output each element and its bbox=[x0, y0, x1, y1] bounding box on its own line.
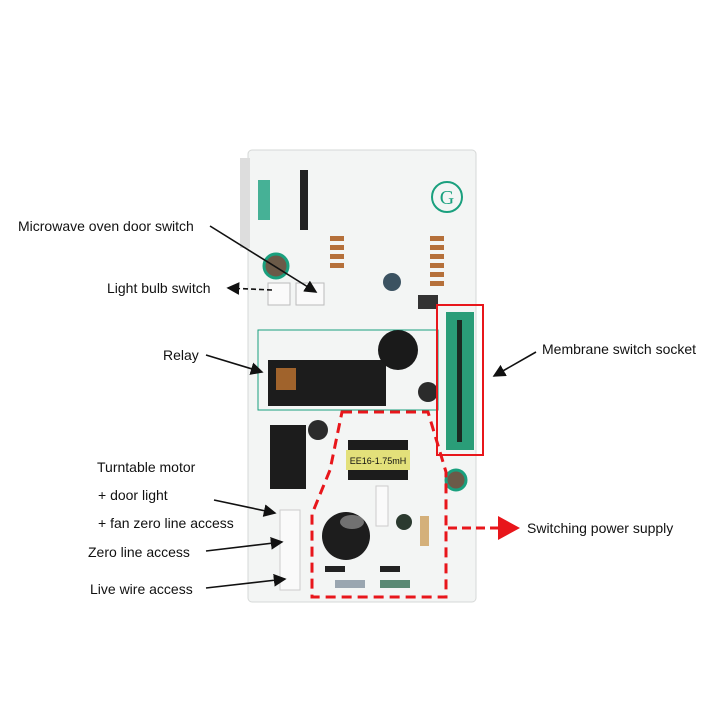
choke bbox=[378, 330, 418, 370]
door-switch-connector bbox=[295, 282, 325, 306]
light-bulb-arrow bbox=[226, 282, 273, 295]
mounting-hole bbox=[444, 468, 468, 492]
turntable-label-1: Turntable motor bbox=[97, 459, 196, 475]
svg-text:G: G bbox=[440, 187, 454, 209]
live-wire-label: Live wire access bbox=[90, 581, 193, 597]
switching-power-label: Switching power supply bbox=[527, 520, 674, 536]
mounting-hole bbox=[262, 252, 290, 280]
live-wire-arrow bbox=[205, 573, 287, 589]
door-switch-label: Microwave oven door switch bbox=[18, 218, 194, 234]
zero-line-arrow bbox=[205, 536, 284, 552]
logo-circle bbox=[431, 181, 463, 213]
relay-arrow bbox=[205, 354, 264, 375]
zero-line-label: Zero line access bbox=[88, 544, 190, 560]
inductor bbox=[346, 450, 410, 470]
relay-label: Relay bbox=[163, 347, 199, 363]
circuit-board: G EE16-1.75mH bbox=[240, 149, 477, 603]
capacitor bbox=[383, 273, 401, 291]
second-relay bbox=[270, 425, 306, 489]
edge-connector bbox=[240, 158, 250, 248]
turntable-label-2: + door light bbox=[98, 487, 168, 503]
membrane-socket-label: Membrane switch socket bbox=[542, 341, 697, 357]
power-supply-highlight bbox=[310, 410, 448, 599]
light-bulb-switch-label: Light bulb switch bbox=[107, 280, 211, 296]
membrane-socket-highlight bbox=[436, 304, 484, 456]
turntable-arrow bbox=[213, 499, 277, 517]
power-supply-arrowhead bbox=[498, 516, 520, 540]
door-switch-arrow bbox=[209, 225, 318, 293]
svg-text:EE16-1.75mH: EE16-1.75mH bbox=[350, 456, 407, 466]
light-bulb-connector bbox=[267, 282, 291, 306]
power-connector bbox=[279, 509, 301, 591]
membrane-arrow bbox=[492, 351, 537, 377]
turntable-label-3: + fan zero line access bbox=[98, 515, 234, 531]
